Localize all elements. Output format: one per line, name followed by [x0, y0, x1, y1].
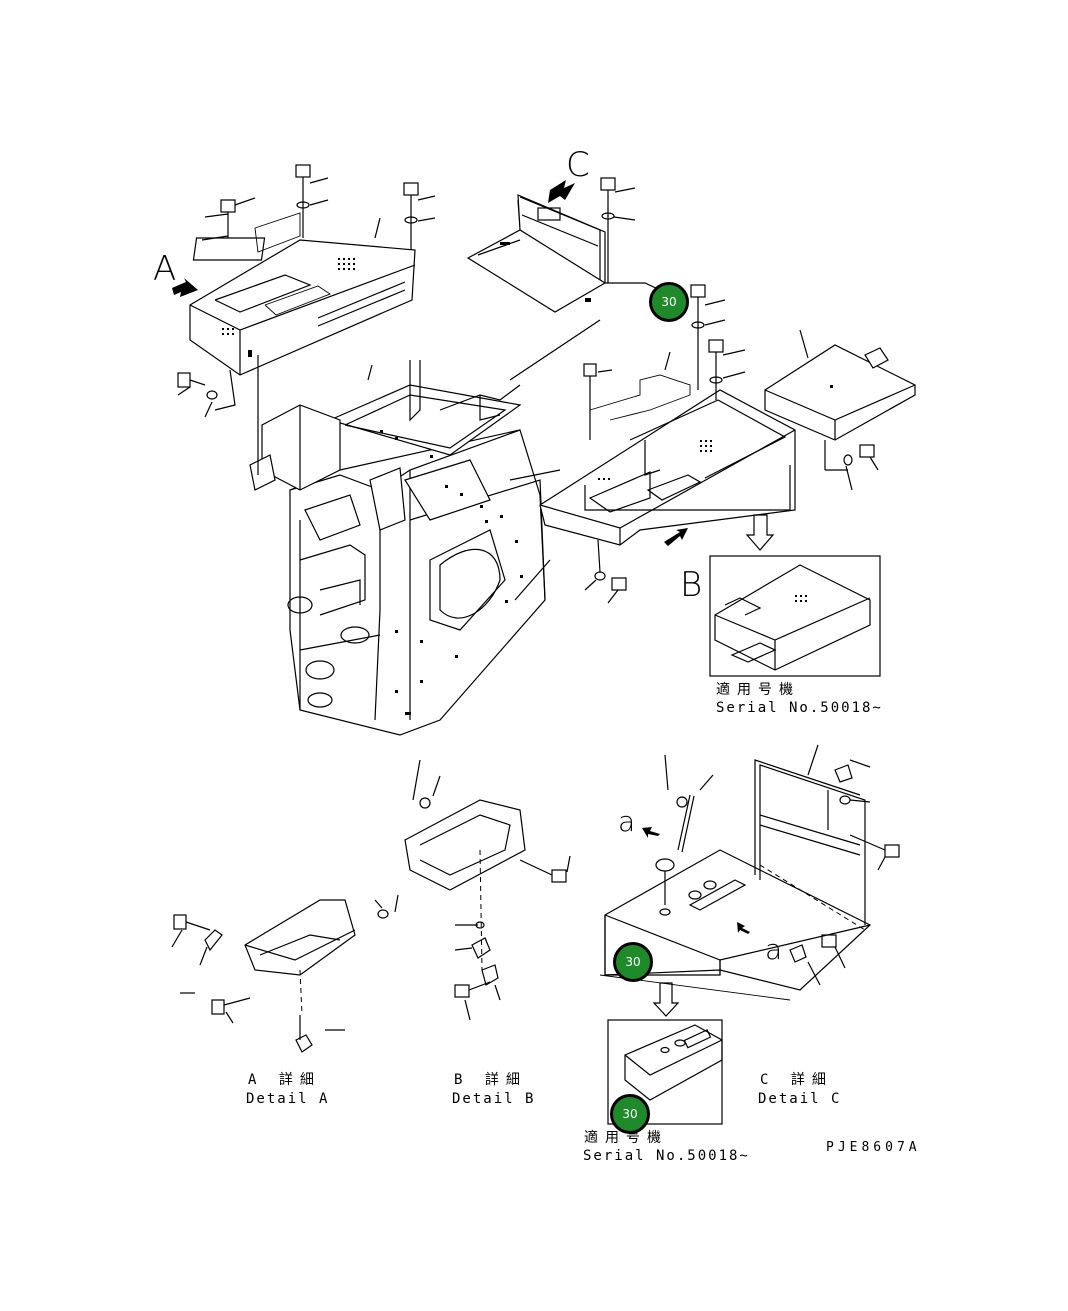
detail-c-jp: C 詳細 — [760, 1072, 833, 1088]
serial-note-2-jp: 適用号機 — [584, 1130, 668, 1146]
detail-b-en: Detail B — [452, 1091, 536, 1107]
callout-badge-1[interactable]: 30 — [649, 282, 689, 322]
serial-note-2-en: Serial No.50018~ — [583, 1148, 750, 1164]
view-label-a-lower-1: a — [618, 805, 636, 838]
c-cover — [466, 177, 661, 313]
detail-a-jp: A 詳細 — [248, 1072, 321, 1088]
detail-c-en: Detail C — [758, 1091, 842, 1107]
drawing-code: PJE8607A — [826, 1140, 921, 1155]
left-top-cover — [172, 164, 436, 418]
detail-a-en: Detail A — [246, 1091, 330, 1107]
callout-badge-3[interactable]: 30 — [610, 1094, 650, 1134]
serial-inset-1 — [709, 514, 881, 677]
detail-b-drawing — [404, 759, 571, 1021]
detail-c-drawing — [599, 744, 900, 1001]
view-label-b: B — [680, 565, 703, 605]
main-frame — [249, 319, 601, 736]
serial-inset-2 — [607, 982, 723, 1125]
b-cover — [539, 284, 796, 604]
view-label-a-lower-2: a — [765, 933, 783, 966]
serial-note-1-jp: 適用号機 — [716, 682, 800, 698]
serial-note-1-en: Serial No.50018~ — [716, 700, 883, 716]
detail-a-drawing — [171, 894, 399, 1053]
detail-b-jp: B 詳細 — [454, 1072, 527, 1088]
view-label-a: A — [153, 249, 177, 289]
callout-badge-2[interactable]: 30 — [613, 942, 653, 982]
right-box — [764, 329, 916, 491]
view-label-c: C — [566, 145, 590, 185]
